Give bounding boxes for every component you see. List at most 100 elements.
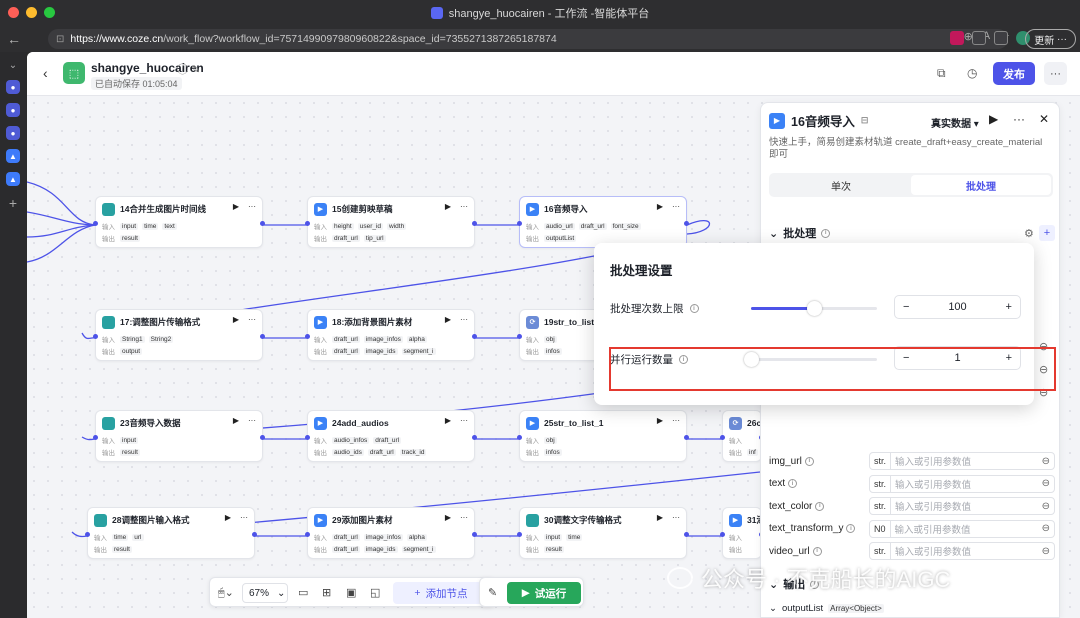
tab-icon[interactable]: ●	[6, 103, 20, 117]
input-port[interactable]	[93, 334, 98, 339]
url-field[interactable]: ⊡ https://www.coze.cn/work_flow?workflow…	[48, 29, 1008, 49]
param-type[interactable]: N0	[870, 520, 891, 537]
minimap-icon[interactable]: ◱	[370, 587, 381, 599]
slider-thumb[interactable]	[744, 352, 759, 367]
run-node-icon[interactable]: ▶	[989, 112, 999, 126]
wrench-icon[interactable]: ✎	[488, 587, 498, 599]
minus-button[interactable]: −	[903, 352, 910, 364]
run-node-icon[interactable]: ▶	[232, 416, 239, 425]
run-node-icon[interactable]: ▶	[656, 513, 663, 522]
tab-icon[interactable]: ▲	[6, 172, 20, 186]
batch-section-header[interactable]: ⌄ 批处理 i ⚙ +	[769, 225, 1055, 241]
test-run-button[interactable]: ▶试运行	[507, 582, 581, 604]
stepper-value[interactable]: 1	[954, 352, 961, 364]
setting-slider[interactable]	[744, 352, 877, 367]
stepper-value[interactable]: 100	[948, 301, 967, 313]
input-port[interactable]	[305, 334, 310, 339]
extension-icon[interactable]	[950, 31, 964, 45]
publish-button[interactable]: 发布	[993, 62, 1035, 85]
history-clock-icon[interactable]: ◷	[967, 66, 978, 80]
output-port[interactable]	[252, 532, 257, 537]
read-aloud-icon[interactable]: A	[982, 30, 991, 42]
layout-grid-icon[interactable]: ⊞	[322, 587, 332, 599]
remove-param-icon[interactable]: ⊖	[1041, 545, 1050, 557]
param-type[interactable]: str.	[870, 543, 892, 559]
plus-button[interactable]: +	[1005, 352, 1012, 364]
browser-back-icon[interactable]: ←	[7, 31, 21, 47]
run-node-icon[interactable]: ▶	[444, 513, 451, 522]
comment-icon[interactable]: ▭	[298, 587, 309, 599]
node-more-icon[interactable]: ···	[672, 202, 680, 211]
param-value-input[interactable]: str.输入或引用参数值⊖	[869, 542, 1055, 560]
node-more-icon[interactable]: ···	[460, 416, 468, 425]
node-more-icon[interactable]: ···	[248, 416, 256, 425]
node-more-icon[interactable]: ···	[240, 513, 248, 522]
add-batch-item-icon[interactable]: +	[1039, 225, 1055, 241]
zoom-select[interactable]: 67%⌄	[242, 583, 288, 603]
maximize-window-button[interactable]	[44, 7, 55, 18]
output-port[interactable]	[260, 221, 265, 226]
input-port[interactable]	[93, 221, 98, 226]
output-port[interactable]	[260, 435, 265, 440]
input-port[interactable]	[720, 532, 725, 537]
tab-batch[interactable]: 批处理	[911, 175, 1051, 195]
input-port[interactable]	[517, 532, 522, 537]
input-port[interactable]	[517, 435, 522, 440]
close-window-button[interactable]	[8, 7, 19, 18]
node-more-icon[interactable]: ···	[460, 315, 468, 324]
workflow-node[interactable]: ▶ 31添输入输出	[720, 507, 765, 559]
node-more-icon[interactable]: ···	[460, 513, 468, 522]
panel-more-icon[interactable]: ···	[1013, 112, 1025, 126]
update-button[interactable]: 更新 ···	[1025, 29, 1076, 49]
mouse-mode-icon[interactable]: 🖱︎⌄	[218, 587, 234, 599]
output-port[interactable]	[684, 435, 689, 440]
param-type[interactable]: str.	[870, 475, 892, 492]
param-value-input[interactable]: str.输入或引用参数值⊖	[869, 474, 1055, 493]
edit-icon[interactable]: ⊟	[860, 115, 869, 125]
remove-param-icon[interactable]: ⊖	[1041, 500, 1050, 512]
output-port[interactable]	[684, 221, 689, 226]
split-screen-icon[interactable]	[972, 31, 986, 45]
browser-tab[interactable]: shangye_huocairen - 工作流 -智能体平台	[430, 5, 649, 21]
minus-button[interactable]: −	[903, 301, 910, 313]
tab-icon[interactable]: ▲	[6, 149, 20, 163]
output-port[interactable]	[472, 435, 477, 440]
close-panel-icon[interactable]: ✕	[1039, 112, 1050, 126]
param-value-input[interactable]: str.输入或引用参数值⊖	[869, 452, 1055, 470]
window-controls[interactable]	[8, 7, 55, 18]
plus-button[interactable]: +	[1005, 301, 1012, 313]
zoom-icon[interactable]: ⊕	[963, 31, 973, 43]
setting-slider[interactable]	[751, 301, 877, 316]
output-port[interactable]	[472, 334, 477, 339]
output-port[interactable]	[472, 221, 477, 226]
input-port[interactable]	[305, 221, 310, 226]
node-more-icon[interactable]: ···	[672, 416, 680, 425]
slider-thumb[interactable]	[807, 301, 822, 316]
tab-icon[interactable]: ●	[6, 126, 20, 140]
remove-item-icon[interactable]: ⊖	[1039, 387, 1049, 399]
more-menu-button[interactable]: ···	[1044, 62, 1067, 85]
input-port[interactable]	[517, 334, 522, 339]
param-type[interactable]: str.	[870, 498, 892, 514]
run-node-icon[interactable]: ▶	[656, 416, 663, 425]
node-more-icon[interactable]: ···	[460, 202, 468, 211]
run-node-icon[interactable]: ▶	[232, 315, 239, 324]
run-node-icon[interactable]: ▶	[444, 315, 451, 324]
input-port[interactable]	[85, 532, 90, 537]
output-port[interactable]	[260, 334, 265, 339]
collections-icon[interactable]	[994, 31, 1008, 45]
output-port[interactable]	[684, 532, 689, 537]
info-edit-icons[interactable]: ⓘ ✎	[177, 64, 201, 76]
input-port[interactable]	[517, 221, 522, 226]
remove-param-icon[interactable]: ⊖	[1041, 478, 1050, 489]
remove-param-icon[interactable]: ⊖	[1041, 455, 1050, 467]
run-node-icon[interactable]: ▶	[232, 202, 239, 211]
